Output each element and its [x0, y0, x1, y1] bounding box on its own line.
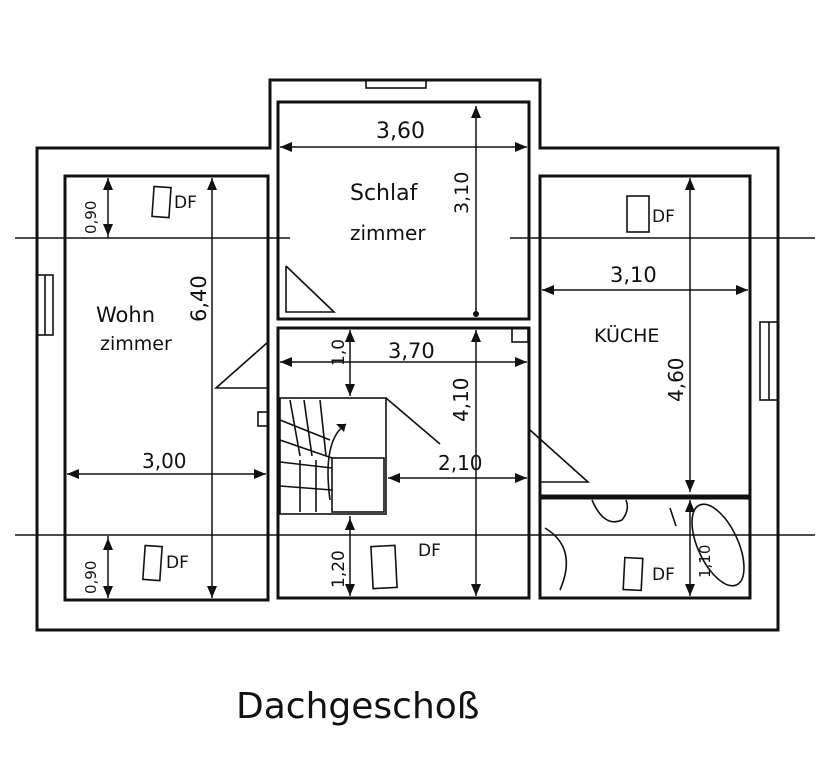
dim-label-flur-width: 3,70: [388, 339, 435, 363]
arrow-up-icon: [103, 178, 113, 190]
skylight-icon: [151, 185, 172, 219]
skylight-icon: [626, 195, 650, 233]
arrow-up-icon: [685, 500, 695, 512]
toilet-icon: [591, 499, 629, 523]
skylight-flur: DF: [370, 541, 441, 590]
dim-label-schlaf-depth: 3,10: [451, 172, 473, 214]
stair-step: [279, 439, 333, 459]
dim-label-flur-bottom: 1,20: [329, 550, 349, 588]
schlafzimmer-walls: [276, 100, 531, 321]
plan-title: Dachgeschoß: [236, 686, 479, 727]
skylights: DF DF DF DF DF: [141, 185, 675, 592]
dim-label-treppe-width: 2,10: [438, 451, 483, 475]
door-small-box: [257, 411, 269, 427]
arrow-left-icon: [388, 473, 400, 483]
arrow-left-icon: [280, 357, 292, 367]
skylight-icon: [622, 556, 644, 592]
arrow-down-icon: [207, 586, 217, 598]
skylight-label: DF: [174, 193, 197, 213]
room-label-wohn-line2: zimmer: [100, 333, 172, 355]
door-schlafzimmer: [285, 265, 336, 313]
arrow-up-icon: [345, 330, 355, 342]
stair-step: [319, 399, 327, 457]
arrow-up-icon: [471, 330, 481, 342]
dim-label-wohn-top: 0,90: [82, 201, 100, 234]
dim-label-wohn-depth: 6,40: [187, 275, 211, 322]
arrow-right-icon: [254, 469, 266, 479]
arrow-right-icon: [515, 473, 527, 483]
arrow-left-icon: [542, 285, 554, 295]
arrow-down-icon: [345, 584, 355, 596]
arrow-up-icon: [685, 178, 695, 190]
kueche-walls: [538, 174, 752, 498]
skylight-label: DF: [166, 553, 189, 573]
skylight-bad: DF: [622, 556, 675, 592]
window-top: [365, 79, 427, 89]
dim-label-kueche-width: 3,10: [610, 263, 657, 287]
stair-outline: [279, 397, 387, 515]
corner-box: [511, 327, 529, 343]
dim-label-schlaf-width: 3,60: [376, 119, 425, 144]
skylight-label: DF: [418, 541, 441, 561]
arrow-up-icon: [345, 518, 355, 530]
bad-fixtures: [591, 499, 745, 587]
windows: [36, 79, 779, 401]
room-label-schlaf-line1: Schlaf: [350, 181, 419, 206]
skylight-icon: [370, 544, 398, 590]
dimension-lines: [67, 106, 748, 598]
reference-lines: [15, 237, 815, 536]
arrow-down-icon: [685, 584, 695, 596]
room-label-wohn-line1: Wohn: [96, 303, 155, 327]
stair-arrow-icon: [336, 424, 346, 432]
skylight-wohnzimmer-top: DF: [151, 185, 197, 219]
arrow-left-icon: [67, 469, 79, 479]
dim-end-dot: [473, 311, 479, 317]
arrow-up-icon: [103, 538, 113, 550]
skylight-label: DF: [652, 207, 675, 227]
arrow-up-icon: [207, 178, 217, 190]
doors: [213, 265, 591, 591]
stair-step: [279, 419, 331, 441]
door-wohnzimmer: [213, 341, 269, 389]
door-bad-swing: [544, 527, 568, 591]
dim-label-wohn-bottom: 0,90: [82, 561, 100, 594]
dim-label-flur-depth: 4,10: [449, 377, 473, 422]
arrow-up-icon: [471, 106, 481, 118]
room-label-schlaf-line2: zimmer: [350, 221, 426, 245]
dim-label-flur-top: 1,0: [329, 339, 349, 366]
arrow-down-icon: [103, 586, 113, 598]
dim-label-kueche-depth: 4,60: [664, 357, 688, 402]
bath-divider: [669, 507, 677, 527]
arrow-down-icon: [471, 584, 481, 596]
arrow-right-icon: [515, 142, 527, 152]
arrow-down-icon: [103, 224, 113, 236]
stair-step: [303, 399, 313, 457]
skylight-label: DF: [652, 565, 675, 585]
stair-core: [331, 457, 385, 513]
inner-wall-outline: [63, 174, 270, 602]
door-kueche: [529, 429, 591, 483]
bathtub-icon: [691, 503, 745, 587]
arrow-right-icon: [736, 285, 748, 295]
arrow-right-icon: [515, 357, 527, 367]
stair-step: [279, 485, 333, 491]
room-labels: Wohn zimmer Schlaf zimmer KÜCHE: [96, 181, 659, 355]
flur-walls: [276, 326, 531, 600]
room-label-kueche: KÜCHE: [594, 324, 659, 347]
dim-label-wohn-width: 3,00: [142, 449, 187, 473]
skylight-kueche: DF: [626, 195, 675, 233]
dimension-labels: 3,60 3,10 3,10 4,60 6,40 3,00 0,90 0,90 …: [82, 119, 714, 594]
stair-step: [279, 461, 333, 469]
stair-walk-line: [327, 423, 347, 501]
skylight-icon: [141, 544, 164, 582]
arrow-down-icon: [685, 480, 695, 492]
stair-leader: [385, 397, 441, 445]
skylight-wohnzimmer-bottom: DF: [141, 544, 189, 582]
bad-walls: [538, 496, 752, 600]
staircase: [279, 397, 441, 515]
arrow-left-icon: [280, 142, 292, 152]
arrow-down-icon: [345, 384, 355, 396]
dim-label-bad-depth: 1,10: [696, 545, 714, 578]
